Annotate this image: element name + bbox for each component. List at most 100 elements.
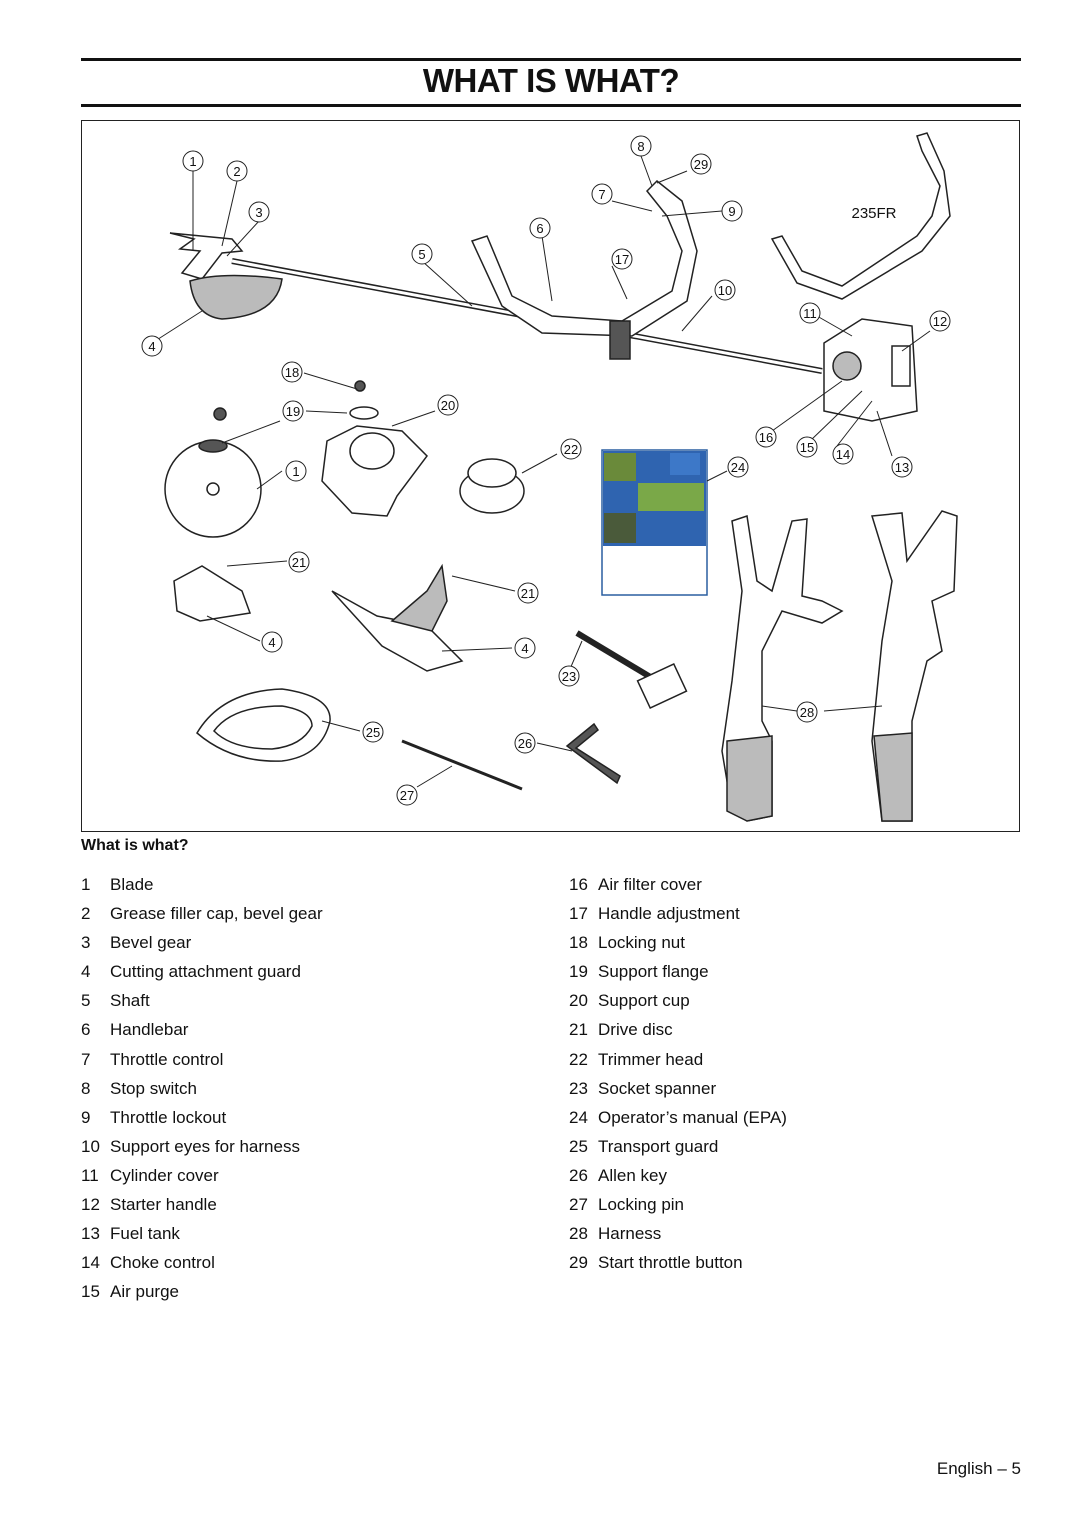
- item-label: Fuel tank: [110, 1224, 180, 1244]
- locking-pin-drawing: [401, 739, 523, 791]
- item-label: Socket spanner: [598, 1078, 717, 1098]
- svg-text:29: 29: [694, 157, 708, 172]
- item-number: 1: [81, 875, 91, 894]
- item-label: Cutting attachment guard: [110, 962, 301, 982]
- title-top-rule: [81, 58, 1021, 61]
- callout-13: 13: [891, 456, 913, 478]
- item-label: Transport guard: [598, 1136, 719, 1156]
- callout-1a: 1: [182, 150, 204, 172]
- item-number: 16: [569, 875, 588, 894]
- model-label: 235FR: [851, 205, 896, 222]
- svg-text:17: 17: [615, 252, 629, 267]
- list-item: 28 Harness: [569, 1222, 787, 1251]
- section-heading: What is what?: [81, 837, 189, 854]
- callout-5: 5: [411, 243, 433, 265]
- callout-4c: 4: [514, 637, 536, 659]
- item-number: 19: [569, 962, 588, 982]
- drive-disc-guard-left-drawing: [173, 565, 252, 622]
- item-label: Cylinder cover: [110, 1165, 219, 1185]
- list-item: 4 Cutting attachment guard: [81, 960, 323, 989]
- item-number: 2: [81, 904, 91, 924]
- title-bottom-rule: [81, 104, 1021, 107]
- svg-text:16: 16: [759, 430, 773, 445]
- callout-16: 16: [755, 426, 777, 448]
- item-label: Locking pin: [598, 1195, 685, 1215]
- callout-29: 29: [690, 153, 712, 175]
- svg-text:11: 11: [803, 306, 817, 321]
- item-number: 29: [569, 1253, 588, 1273]
- svg-text:9: 9: [728, 204, 735, 219]
- item-number: 21: [569, 1020, 588, 1040]
- svg-text:5: 5: [418, 247, 425, 262]
- item-number: 7: [81, 1049, 91, 1069]
- svg-text:25: 25: [366, 725, 380, 740]
- list-item: 6 Handlebar: [81, 1018, 323, 1047]
- item-label: Allen key: [598, 1165, 667, 1185]
- callout-4b: 4: [261, 631, 283, 653]
- item-label: Trimmer head: [598, 1049, 704, 1069]
- svg-text:4: 4: [148, 339, 155, 354]
- item-number: 20: [569, 991, 588, 1011]
- leader-lines: [151, 155, 931, 788]
- callout-4a: 4: [141, 335, 163, 357]
- item-number: 6: [81, 1020, 91, 1040]
- callout-10: 10: [714, 279, 736, 301]
- callout-12: 12: [929, 310, 951, 332]
- blade-head-drawing: [169, 232, 244, 280]
- 235fr-handlebar-drawing: [770, 132, 951, 300]
- svg-text:27: 27: [400, 788, 414, 803]
- list-item: 16 Air filter cover: [569, 873, 787, 902]
- svg-text:21: 21: [292, 555, 306, 570]
- page-footer: English – 5: [936, 1459, 1021, 1478]
- svg-text:18: 18: [285, 365, 299, 380]
- callout-28: 28: [796, 701, 818, 723]
- item-number: 28: [569, 1224, 588, 1244]
- item-number: 9: [81, 1107, 91, 1127]
- item-label: Handlebar: [110, 1020, 189, 1040]
- handlebar-drawing: [470, 179, 698, 337]
- item-label: Throttle control: [110, 1049, 224, 1069]
- svg-text:14: 14: [836, 447, 850, 462]
- callout-17: 17: [611, 248, 633, 270]
- svg-text:8: 8: [637, 139, 644, 154]
- grass-blade-drawing: [321, 425, 428, 517]
- item-label: Air filter cover: [598, 875, 702, 894]
- svg-text:4: 4: [521, 641, 528, 656]
- item-label: Operator’s manual (EPA): [598, 1107, 787, 1127]
- svg-text:12: 12: [933, 314, 947, 329]
- item-number: 23: [569, 1078, 588, 1098]
- list-item: 5 Shaft: [81, 989, 323, 1018]
- item-label: Support eyes for harness: [110, 1136, 300, 1156]
- svg-text:6: 6: [536, 221, 543, 236]
- item-label: Starter handle: [110, 1195, 217, 1215]
- item-number: 5: [81, 991, 91, 1011]
- svg-text:4: 4: [268, 635, 275, 650]
- callout-7: 7: [591, 183, 613, 205]
- item-number: 18: [569, 933, 588, 953]
- item-label: Shaft: [110, 991, 150, 1011]
- engine-drawing: [823, 318, 918, 422]
- item-number: 4: [81, 962, 91, 982]
- svg-text:20: 20: [441, 398, 455, 413]
- item-number: 11: [81, 1165, 99, 1185]
- svg-text:21: 21: [521, 586, 535, 601]
- item-label: Drive disc: [598, 1020, 673, 1040]
- list-item: 11 Cylinder cover: [81, 1164, 323, 1193]
- item-label: Harness: [598, 1224, 662, 1244]
- handle-clamp-drawing: [609, 320, 631, 360]
- parts-illustration: 235FR 1 2 3 4 5 6 7 8 9 10 11 12 13 14 1…: [81, 120, 1020, 832]
- svg-text:24: 24: [731, 460, 745, 475]
